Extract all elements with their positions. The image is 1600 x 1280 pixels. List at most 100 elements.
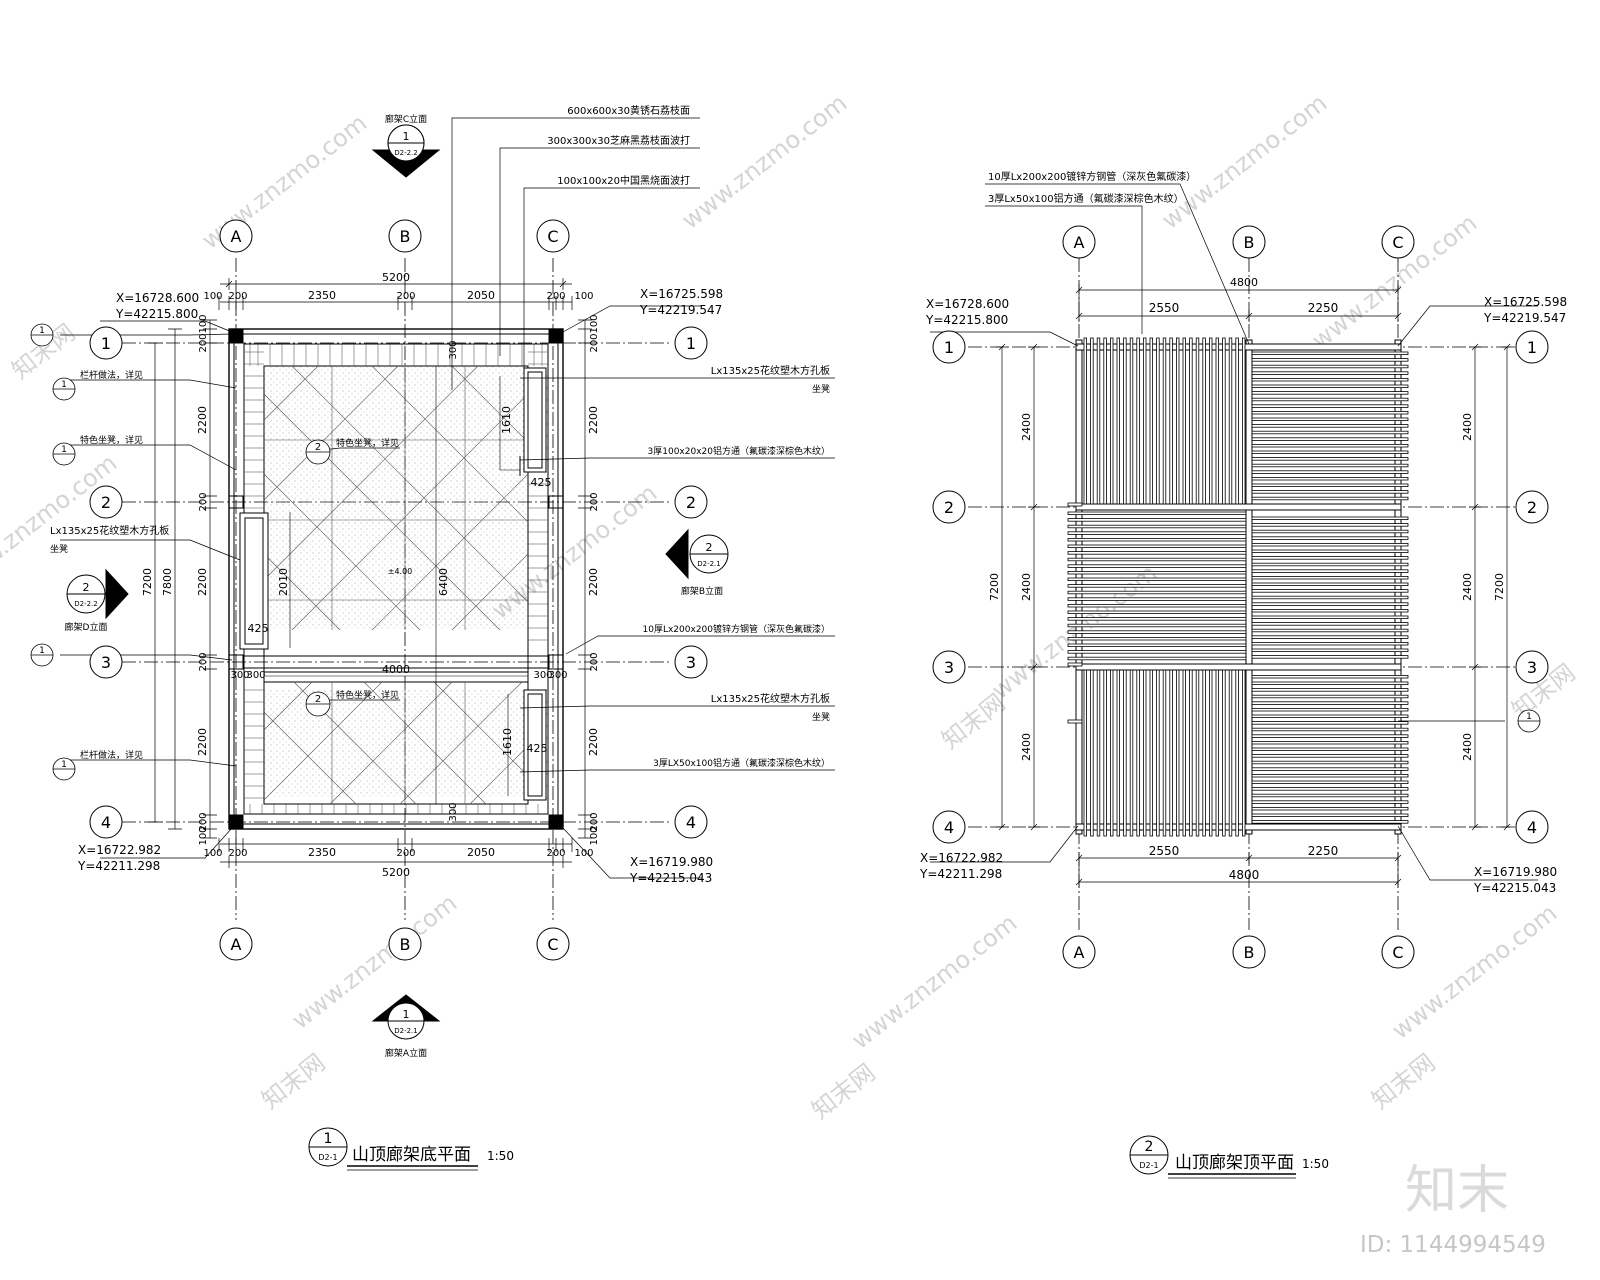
- roof-slat: [1251, 516, 1409, 520]
- roof-slat: [1251, 595, 1409, 600]
- roof-slat: [1209, 669, 1213, 837]
- roof-slat: [1251, 358, 1409, 362]
- roof-slat: [1136, 337, 1140, 505]
- watermark-brand: 知末网: [936, 688, 1010, 754]
- roof-slat: [1228, 669, 1233, 837]
- roof-slat: [1162, 337, 1167, 505]
- drawing-scale: 1:50: [487, 1149, 514, 1163]
- dimension-text: 300: [230, 670, 249, 681]
- roof-slat: [1162, 669, 1167, 837]
- roof-slat: [1251, 793, 1409, 798]
- dimension-text: 2010: [277, 568, 290, 596]
- title-ref-num: 2: [1145, 1139, 1154, 1155]
- material-callout: 100x100x20中国黑烧面波打: [557, 174, 690, 187]
- elevation-marker-sheet: D2-2.1: [394, 1027, 418, 1035]
- grid-axis-label: A: [1074, 233, 1085, 252]
- roof-slat: [1116, 337, 1120, 505]
- roof-slat: [1251, 727, 1409, 732]
- roof-slat: [1251, 694, 1409, 699]
- roof-slat: [1251, 648, 1409, 652]
- grid-axis-label: 2: [686, 493, 696, 512]
- material-callout: 300x300x30芝麻黑荔枝面波打: [547, 134, 690, 147]
- elevation-marker-label: 廊架A立面: [385, 1047, 427, 1059]
- dimension-text: 2200: [587, 568, 600, 596]
- roof-slat: [1067, 577, 1247, 581]
- roof-slat: [1251, 628, 1409, 633]
- watermark-text: www.znzmo.com: [286, 889, 462, 1035]
- roof-slat: [1110, 669, 1114, 837]
- roof-slat: [1067, 551, 1247, 555]
- material-callout: 10厚Lx200x200镀锌方钢管（深灰色氟碳漆）: [988, 170, 1196, 183]
- roof-slat: [1067, 571, 1247, 575]
- elevation-marker-num: 1: [403, 130, 410, 143]
- dimension-text: 425: [531, 476, 552, 489]
- dimension-text: 100: [198, 314, 209, 333]
- roof-slat: [1251, 536, 1409, 540]
- coordinate-text: Y=42215.800: [115, 307, 198, 321]
- roof-slat: [1251, 384, 1409, 388]
- roof-slat: [1251, 470, 1409, 474]
- roof-slat: [1251, 615, 1409, 619]
- roof-slat: [1251, 774, 1409, 778]
- grid-axis-label: 1: [101, 334, 111, 353]
- grid-axis-label: 2: [101, 493, 111, 512]
- dimension-text: 300: [448, 340, 459, 359]
- roof-slat: [1251, 708, 1409, 712]
- material-callout: 600x600x30黄锈石荔枝面: [567, 104, 690, 117]
- roof-slat: [1123, 337, 1127, 505]
- watermark-text: www.znzmo.com: [676, 89, 852, 235]
- title-ref-num: 1: [324, 1131, 333, 1147]
- roof-slat: [1067, 597, 1247, 601]
- roof-slat: [1251, 576, 1409, 580]
- roof-slat: [1103, 337, 1107, 505]
- material-callout: Lx135x25花纹塑木方孔板: [50, 524, 169, 537]
- roof-slat: [1251, 457, 1409, 461]
- roof-slat: [1251, 701, 1409, 705]
- detail-callout: 特色坐凳，详见: [336, 437, 399, 449]
- roof-slat: [1067, 518, 1247, 522]
- roof-slat: [1251, 582, 1409, 586]
- ref-number: 1: [61, 760, 67, 770]
- roof-slat: [1251, 476, 1409, 481]
- roof-slat: [1251, 813, 1409, 817]
- material-callout: 3厚100x20x20铝方通（氟碳漆深棕色木纹）: [648, 445, 830, 457]
- dimension-text: 200: [198, 812, 209, 831]
- roof-slat: [1251, 688, 1409, 692]
- roof-slat: [1129, 337, 1134, 505]
- roof-slat: [1110, 337, 1114, 505]
- roof-slat: [1067, 590, 1247, 595]
- dimension-text: 100: [574, 291, 593, 302]
- detail-callout: 栏杆做法，详见: [80, 749, 143, 761]
- roof-slat: [1251, 622, 1409, 626]
- roof-slat: [1242, 337, 1246, 505]
- coordinate-text: X=16728.600: [116, 291, 199, 305]
- grid-axis-label: 4: [101, 813, 111, 832]
- roof-slat: [1251, 721, 1409, 725]
- ref-number: 1: [61, 445, 67, 455]
- roof-slat: [1090, 337, 1094, 505]
- roof-slat: [1067, 544, 1247, 548]
- plan-1-bottom-plan: [30, 117, 835, 1171]
- grid-axis-label: 1: [1527, 338, 1537, 357]
- roof-slat: [1083, 669, 1087, 837]
- elevation-text: ±4.00: [388, 567, 413, 576]
- drawing-scale: 1:50: [1302, 1157, 1329, 1171]
- coordinate-text: Y=42219.547: [639, 303, 722, 317]
- dimension-text: 100: [198, 826, 209, 845]
- roof-slat: [1083, 337, 1087, 505]
- dimension-text: 300: [548, 670, 567, 681]
- ref-number: 1: [39, 646, 45, 656]
- plan-1-labels: A B C A B C 1 2 3 4 1 2 3 4 5200 100 200…: [39, 104, 830, 1165]
- roof-slat: [1251, 642, 1409, 646]
- coordinate-text: X=16728.600: [926, 297, 1009, 311]
- roof-slat: [1251, 496, 1409, 501]
- roof-slat: [1195, 669, 1200, 837]
- grid-axis-label: 3: [101, 653, 111, 672]
- roof-slat: [1251, 529, 1409, 534]
- watermark-text: www.znzmo.com: [846, 909, 1022, 1055]
- dimension-text: 200: [198, 492, 209, 511]
- material-callout: Lx135x25花纹塑木方孔板: [711, 692, 830, 705]
- roof-slat: [1067, 538, 1247, 542]
- roof-slat: [1169, 669, 1173, 837]
- roof-slat: [1096, 337, 1101, 505]
